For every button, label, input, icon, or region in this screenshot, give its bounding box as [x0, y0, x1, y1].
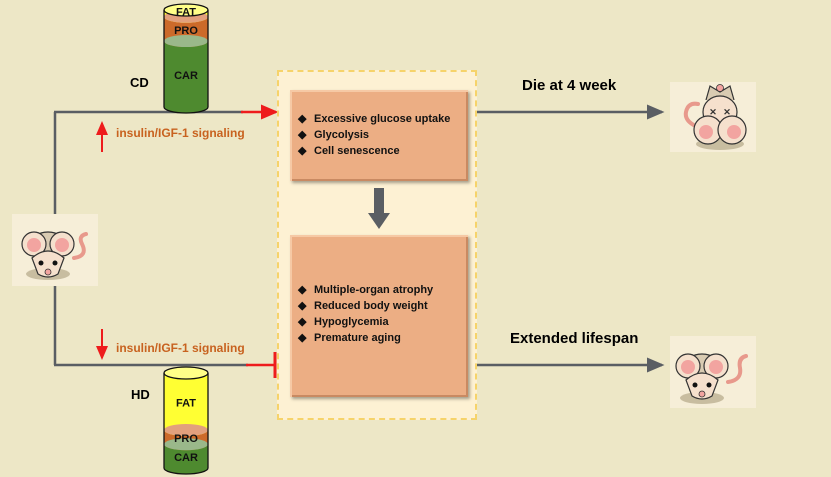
- diamond-bullet-icon: ◆: [298, 300, 307, 312]
- mechanism-item: ◆ Hypoglycemia: [298, 314, 468, 330]
- diamond-bullet-icon: ◆: [298, 316, 307, 328]
- diamond-bullet-icon: ◆: [298, 284, 307, 296]
- mechanism-item: ◆ Premature aging: [298, 330, 468, 346]
- mechanism-item-text: Multiple-organ atrophy: [314, 284, 434, 296]
- outcome-label-top: Die at 4 week: [522, 77, 617, 94]
- cylinder-rim: [163, 366, 209, 380]
- diet-layer-label: FAT: [176, 398, 196, 410]
- hd-diet-cylinder: FAT PRO CAR: [163, 366, 209, 475]
- cd-diet-cylinder: FAT PRO CAR: [163, 3, 209, 114]
- cylinder-outline: [163, 10, 209, 114]
- signal-label-upper: insulin/IGF-1 signaling: [116, 126, 245, 140]
- hd-label: HD: [131, 387, 150, 402]
- mechanism-item: ◆ Reduced body weight: [298, 298, 468, 314]
- diamond-bullet-icon: ◆: [298, 332, 307, 344]
- down-arrow-icon: [368, 188, 390, 229]
- mechanism-box-bottom: ◆ Multiple-organ atrophy ◆ Reduced body wei…: [290, 235, 468, 397]
- mouse-initial-icon: [12, 214, 98, 286]
- mechanism-item-text: Reduced body weight: [314, 300, 428, 312]
- diet-layer-label: PRO: [174, 433, 198, 445]
- mechanism-item-text: Cell senescence: [314, 145, 400, 157]
- diamond-bullet-icon: ◆: [298, 113, 307, 125]
- svg-text:✕: ✕: [723, 107, 731, 117]
- diet-layer-fat: [164, 373, 208, 436]
- mechanism-item: ◆ Multiple-organ atrophy: [298, 282, 468, 298]
- mechanism-item: ◆ Glycolysis: [298, 127, 468, 143]
- diet-layer-car: [164, 444, 208, 474]
- mechanism-item-text: Excessive glucose uptake: [314, 113, 451, 125]
- diet-layer-label: CAR: [174, 70, 198, 82]
- layer-top-surface: [164, 35, 208, 48]
- outcome-label-bottom: Extended lifespan: [510, 330, 639, 347]
- diet-layer-label: CAR: [174, 452, 198, 464]
- layer-top-surface: [164, 4, 208, 16]
- mechanism-item-text: Premature aging: [314, 332, 401, 344]
- diet-layer-label: PRO: [174, 25, 198, 37]
- cylinder-outline: [163, 373, 209, 475]
- diet-layer-car: [164, 41, 208, 113]
- layer-top-surface: [164, 424, 208, 436]
- svg-text:✕: ✕: [709, 107, 717, 117]
- signal-label-lower: insulin/IGF-1 signaling: [116, 341, 245, 355]
- mechanism-item: ◆ Excessive glucose uptake: [298, 111, 468, 127]
- mechanism-item-text: Hypoglycemia: [314, 316, 389, 328]
- mechanism-list-top: ◆ Excessive glucose uptake ◆ Glycolysis ◆ Cel…: [298, 111, 468, 159]
- mouse-dead-icon: ✕ ✕: [670, 82, 756, 152]
- cylinder-rim: [163, 3, 209, 17]
- layer-top-surface: [164, 438, 208, 451]
- cd-label: CD: [130, 75, 149, 90]
- mechanism-box-top: ◆ Excessive glucose uptake ◆ Glycolysis ◆ Cel…: [290, 90, 468, 181]
- mechanism-item: ◆ Cell senescence: [298, 143, 468, 159]
- mechanism-item-text: Glycolysis: [314, 129, 370, 141]
- layer-top-surface: [164, 367, 208, 379]
- mechanism-list-bottom: ◆ Multiple-organ atrophy ◆ Reduced body wei…: [298, 282, 468, 346]
- diamond-bullet-icon: ◆: [298, 129, 307, 141]
- mouse-healthy-icon: [670, 336, 756, 408]
- diet-layer-label: FAT: [176, 6, 196, 18]
- diamond-bullet-icon: ◆: [298, 145, 307, 157]
